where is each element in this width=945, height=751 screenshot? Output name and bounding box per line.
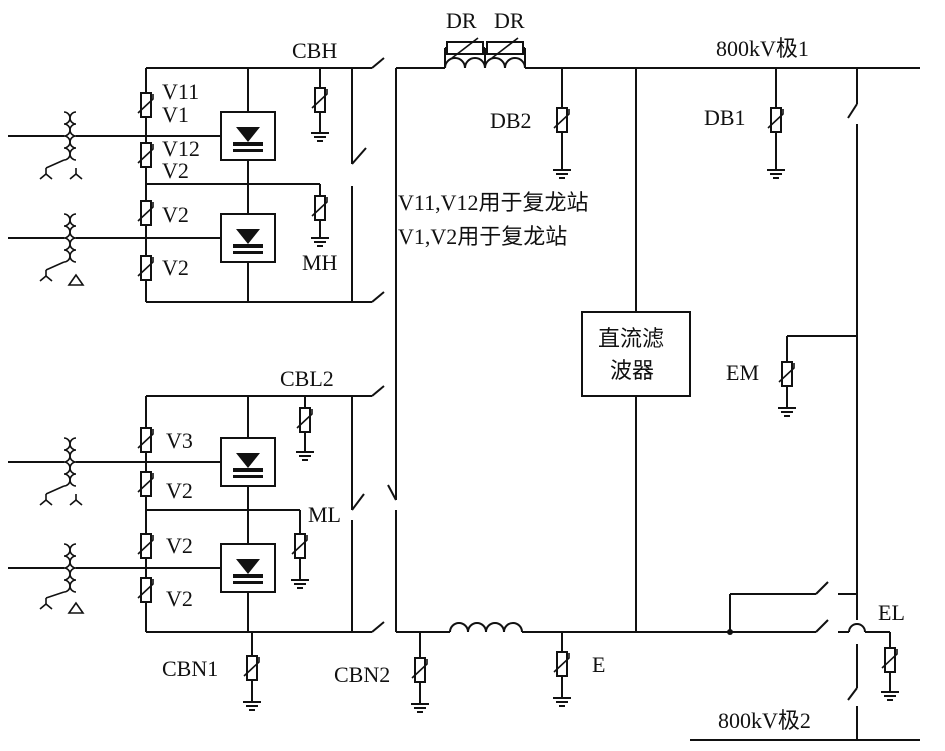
dr-reactor-2 — [484, 37, 526, 69]
valve-lower-2 — [220, 543, 276, 593]
mid-vertical-bus — [387, 68, 397, 632]
v2-label-2: V2 — [162, 202, 189, 227]
pole1-bus — [248, 57, 920, 69]
cbl2-arrester — [295, 396, 315, 461]
v2-arrester-e — [137, 567, 154, 613]
valve-upper-1 — [220, 111, 276, 161]
dr-label-1: DR — [446, 8, 477, 33]
v12-label: V12 — [162, 136, 200, 161]
upper-bypass-switch — [351, 68, 367, 302]
lower-bypass-switch — [351, 396, 365, 632]
transformer-lower-2 — [63, 543, 77, 593]
mh-arrester — [310, 184, 330, 247]
valve-upper-2 — [220, 213, 276, 263]
transformer-upper-2 — [63, 213, 77, 263]
pole1-label: 800kV极1 — [716, 36, 809, 61]
note-line-1: V11,V12用于复龙站 — [398, 190, 588, 215]
v1-label: V1 — [162, 102, 189, 127]
dc-filter — [581, 68, 691, 632]
v11-label: V11 — [162, 79, 199, 104]
cbn1-label: CBN1 — [162, 656, 218, 681]
v2-arrester-a — [137, 190, 154, 236]
pole2-label: 800kV极2 — [718, 708, 811, 733]
ml-arrester — [290, 510, 310, 589]
v2-label-6: V2 — [166, 586, 193, 611]
v3-label: V3 — [166, 428, 193, 453]
v2-label-1: V2 — [162, 158, 189, 183]
cbn2-arrester — [410, 632, 430, 713]
db2-arrester — [552, 68, 572, 179]
right-vertical-bus — [847, 68, 866, 740]
db2-label: DB2 — [490, 108, 532, 133]
valve-lower-1 — [220, 437, 276, 487]
cbh-arrester — [310, 68, 330, 142]
cbh-label: CBH — [292, 38, 337, 63]
dr-reactor-1 — [444, 37, 486, 69]
em-label: EM — [726, 360, 759, 385]
note-line-2: V1,V2用于复龙站 — [398, 224, 567, 249]
v2-arrester-c — [137, 461, 154, 507]
db1-arrester — [766, 68, 786, 179]
e-label: E — [592, 652, 605, 677]
em-arrester — [777, 335, 857, 417]
cbn1-arrester — [242, 632, 262, 711]
ml-label: ML — [308, 502, 341, 527]
v1-arrester — [137, 82, 154, 128]
dr-label-2: DR — [494, 8, 525, 33]
el-arrester — [880, 632, 900, 701]
filter-label-1: 直流滤 — [598, 326, 664, 351]
v2-label-3: V2 — [162, 255, 189, 280]
v2-arrester-b — [137, 245, 154, 291]
cbn2-label: CBN2 — [334, 662, 390, 687]
v3-arrester — [137, 417, 154, 463]
v2-label-4: V2 — [166, 478, 193, 503]
el-label: EL — [878, 600, 905, 625]
transformer-lower-1 — [63, 437, 77, 487]
transformer-upper-1 — [63, 111, 77, 161]
v12-arrester — [137, 132, 154, 178]
mh-label: MH — [302, 250, 338, 275]
v2-arrester-d — [137, 523, 154, 569]
neutral-bus — [146, 581, 890, 635]
filter-label-2: 波器 — [610, 358, 654, 383]
cbl2-label: CBL2 — [280, 366, 334, 391]
db1-label: DB1 — [704, 105, 746, 130]
v2-label-5: V2 — [166, 533, 193, 558]
e-arrester — [552, 632, 572, 707]
